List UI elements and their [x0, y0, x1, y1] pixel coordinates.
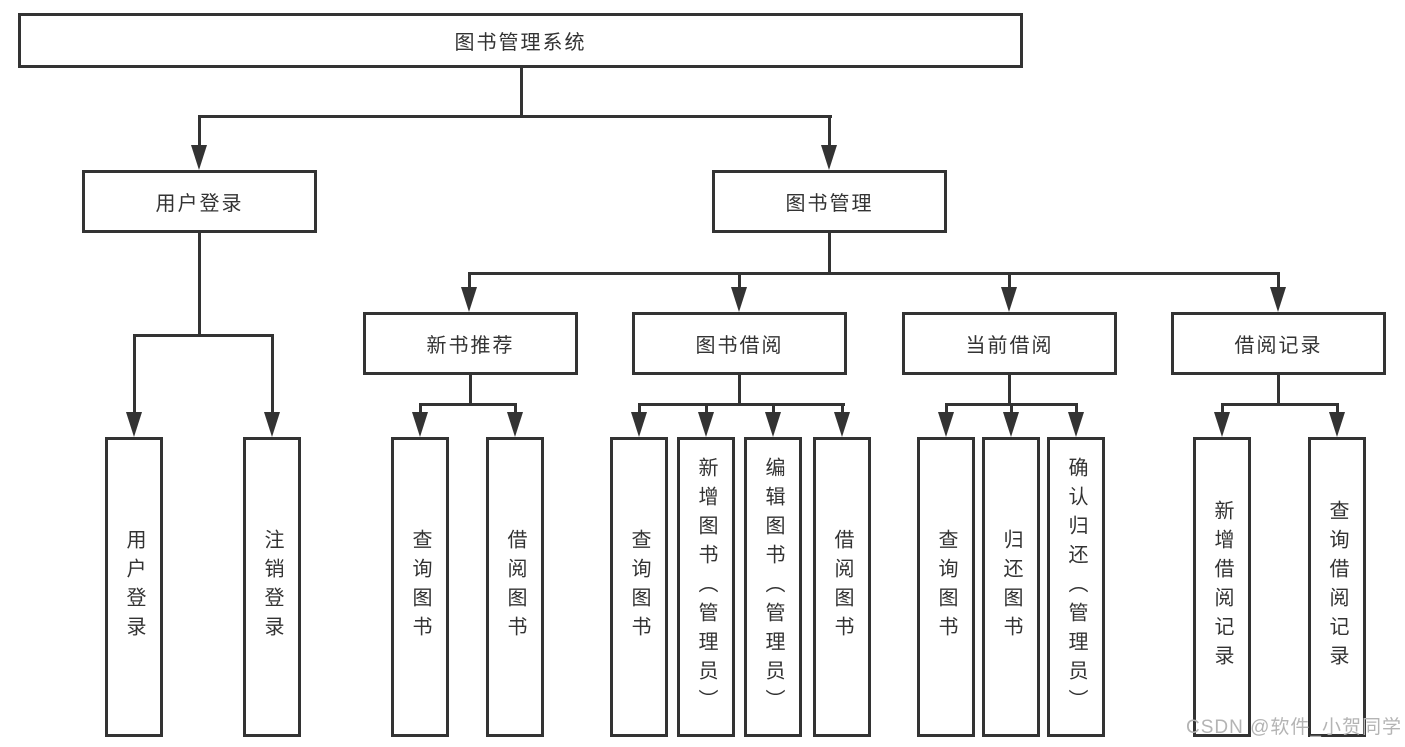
connector-book-mgmt-drop-1 [468, 272, 471, 290]
connector-recommend-stem [469, 375, 472, 406]
arrow-down-icon [731, 287, 747, 312]
leaf-add-borrow-record: 新增借阅记录 [1193, 437, 1251, 737]
connector-records-rail [1221, 403, 1339, 406]
connector-book-mgmt-rail [468, 272, 1280, 275]
connector-borrowing-drop-3 [772, 403, 775, 415]
connector-current-drop-1 [945, 403, 948, 415]
leaf-edit-books-admin: 编辑图书（管理员） [744, 437, 802, 737]
arrow-down-icon [264, 412, 280, 437]
arrow-down-icon [938, 412, 954, 437]
node-user-login: 用户登录 [82, 170, 317, 233]
arrow-down-icon [191, 145, 207, 170]
leaf-borrow-books-borrowing: 借阅图书 [813, 437, 871, 737]
node-book-borrowing: 图书借阅 [632, 312, 847, 375]
connector-root-rail [198, 115, 832, 118]
node-book-management: 图书管理 [712, 170, 947, 233]
leaf-add-books-admin: 新增图书（管理员） [677, 437, 735, 737]
leaf-query-books-recommend: 查询图书 [391, 437, 449, 737]
arrow-down-icon [1068, 412, 1084, 437]
connector-records-drop-2 [1336, 403, 1339, 415]
connector-user-login-stem [198, 233, 201, 337]
connector-current-stem [1008, 375, 1011, 406]
connector-recommend-drop-2 [514, 403, 517, 415]
arrow-down-icon [698, 412, 714, 437]
arrow-down-icon [631, 412, 647, 437]
arrow-down-icon [1001, 287, 1017, 312]
connector-root-drop-left [198, 115, 201, 147]
leaf-query-books-current: 查询图书 [917, 437, 975, 737]
node-borrowing-records: 借阅记录 [1171, 312, 1386, 375]
leaf-logout: 注销登录 [243, 437, 301, 737]
connector-records-drop-1 [1221, 403, 1224, 415]
connector-user-login-rail [133, 334, 274, 337]
csdn-watermark: CSDN @软件_小贺同学 [1186, 717, 1402, 738]
arrow-down-icon [1214, 412, 1230, 437]
connector-borrowing-drop-4 [841, 403, 844, 415]
connector-recommend-drop-1 [419, 403, 422, 415]
connector-recommend-rail [419, 403, 517, 406]
connector-borrowing-drop-2 [705, 403, 708, 415]
connector-current-drop-2 [1010, 403, 1013, 415]
node-new-book-recommend: 新书推荐 [363, 312, 578, 375]
leaf-query-borrow-record: 查询借阅记录 [1308, 437, 1366, 737]
connector-borrowing-stem [738, 375, 741, 406]
leaf-user-login: 用户登录 [105, 437, 163, 737]
connector-borrowing-drop-1 [638, 403, 641, 415]
arrow-down-icon [1329, 412, 1345, 437]
arrow-down-icon [765, 412, 781, 437]
connector-user-login-drop-2 [271, 334, 274, 413]
connector-book-mgmt-drop-3 [1008, 272, 1011, 290]
node-library-system: 图书管理系统 [18, 13, 1023, 68]
connector-current-drop-3 [1075, 403, 1078, 415]
node-current-borrowing: 当前借阅 [902, 312, 1117, 375]
arrow-down-icon [412, 412, 428, 437]
connector-book-mgmt-drop-2 [738, 272, 741, 290]
leaf-query-books-borrowing: 查询图书 [610, 437, 668, 737]
arrow-down-icon [126, 412, 142, 437]
connector-root-drop-right [828, 115, 831, 147]
arrow-down-icon [1003, 412, 1019, 437]
leaf-borrow-books-recommend: 借阅图书 [486, 437, 544, 737]
connector-records-stem [1277, 375, 1280, 406]
leaf-return-books: 归还图书 [982, 437, 1040, 737]
leaf-confirm-return-admin: 确认归还（管理员） [1047, 437, 1105, 737]
connector-book-mgmt-stem [828, 233, 831, 275]
connector-borrowing-rail [638, 403, 845, 406]
arrow-down-icon [507, 412, 523, 437]
arrow-down-icon [1270, 287, 1286, 312]
connector-book-mgmt-drop-4 [1277, 272, 1280, 290]
connector-user-login-drop-1 [133, 334, 136, 413]
arrow-down-icon [834, 412, 850, 437]
arrow-down-icon [461, 287, 477, 312]
arrow-down-icon [821, 145, 837, 170]
connector-root-stem [520, 68, 523, 118]
